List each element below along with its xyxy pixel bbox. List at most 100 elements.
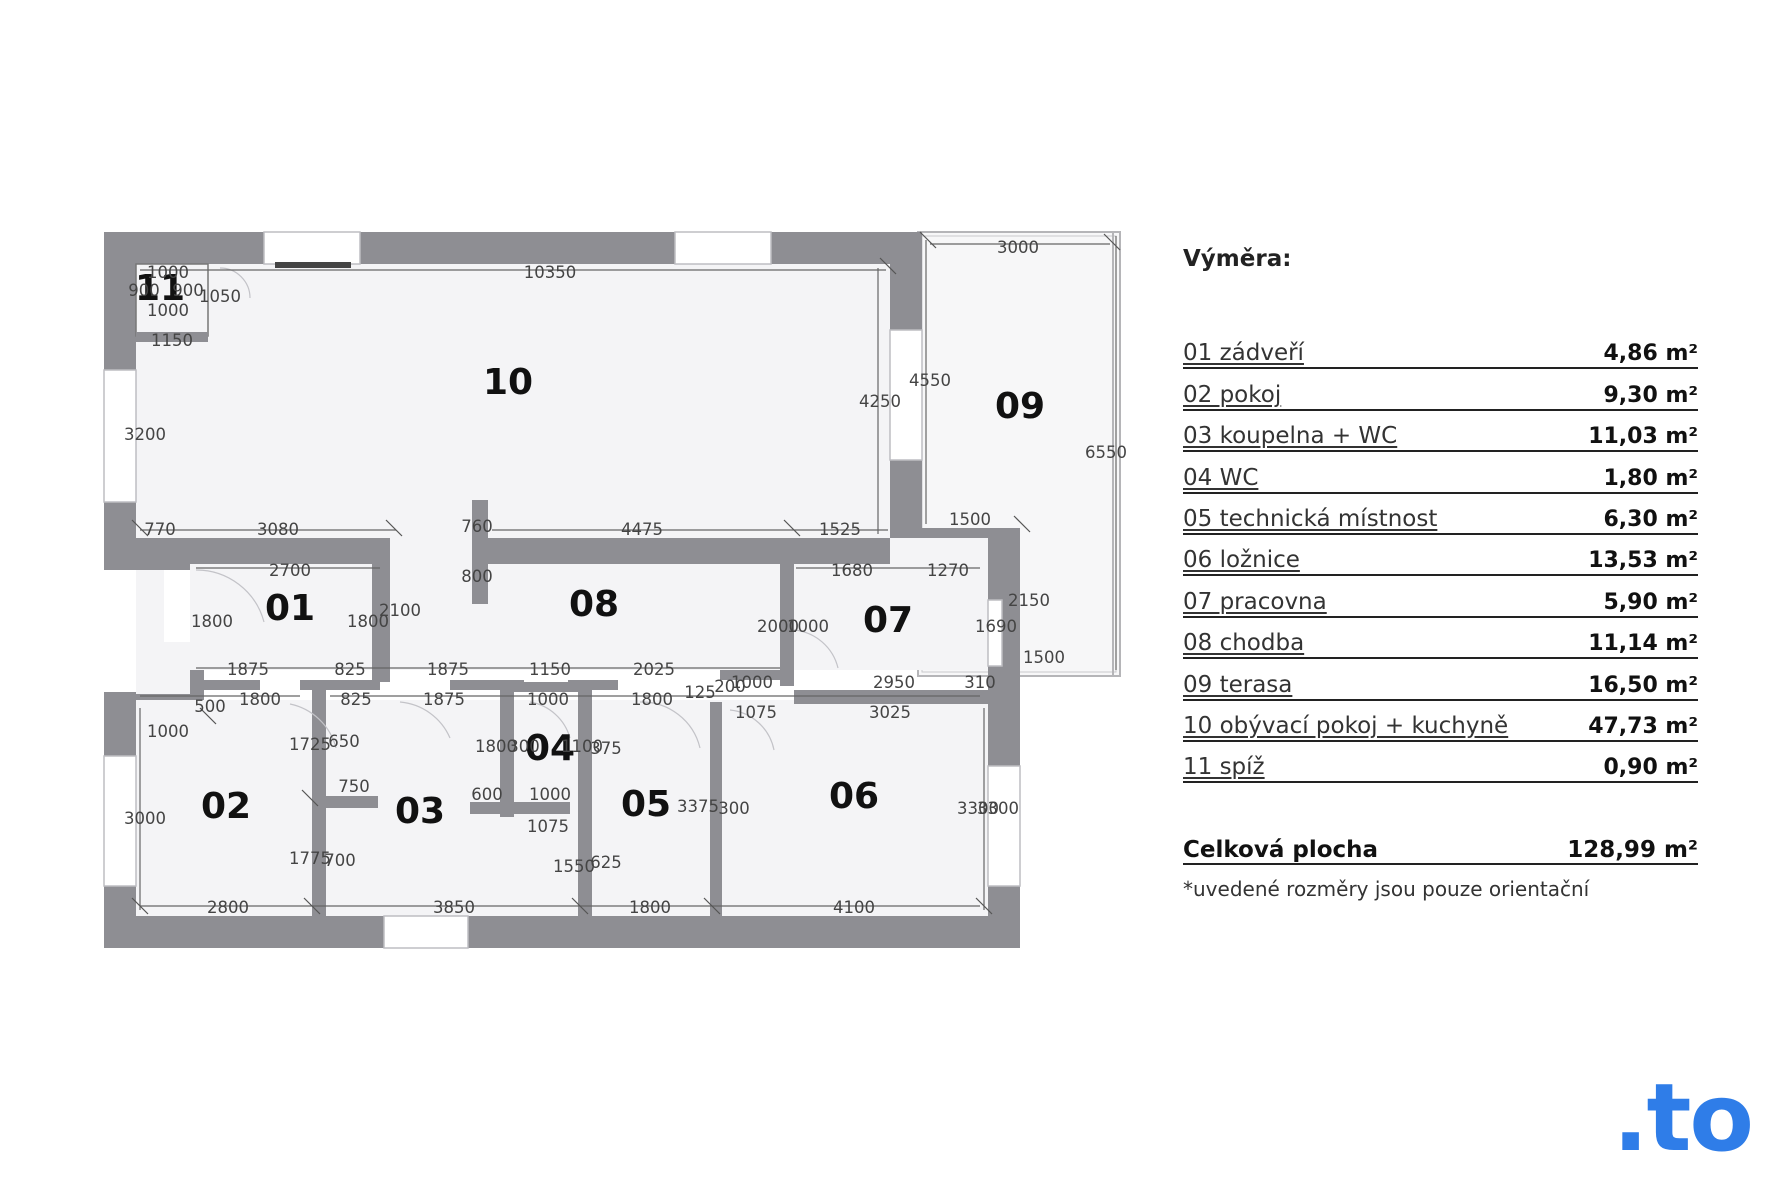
dimension-label: 1500 xyxy=(1023,648,1065,667)
dimension-label: 1100 xyxy=(561,737,603,756)
dimension-label: 600 xyxy=(471,785,503,804)
dimension-label: 3080 xyxy=(257,520,299,539)
room-label-03: 03 xyxy=(395,791,445,832)
room-label-10: 10 xyxy=(483,362,533,403)
area-value: 13,53 m² xyxy=(1588,548,1698,574)
room-label-11: 11 xyxy=(135,268,185,309)
area-name: 05 technická místnost xyxy=(1183,505,1438,532)
dimension-label: 1000 xyxy=(147,301,189,320)
dimension-label: 1050 xyxy=(199,287,241,306)
dimension-label: 1270 xyxy=(927,561,969,580)
area-value: 0,90 m² xyxy=(1603,755,1699,781)
dimension-label: 3000 xyxy=(997,238,1039,257)
area-row: 11 spíž 0,90 m² xyxy=(1183,742,1699,784)
door-swings xyxy=(195,267,839,751)
area-row: 08 chodba 11,14 m² xyxy=(1183,618,1698,660)
room-labels: 01 02 03 04 05 06 07 08 09 10 11 xyxy=(135,268,1045,832)
dimension-label: 375 xyxy=(590,739,622,758)
area-name: 08 chodba xyxy=(1183,630,1305,657)
room-label-04: 04 xyxy=(525,728,575,769)
dimension-label: 1875 xyxy=(227,660,269,679)
area-row: 06 ložnice 13,53 m² xyxy=(1183,535,1698,577)
dimension-label: 2800 xyxy=(207,898,249,917)
dimension-label: 3850 xyxy=(433,898,475,917)
dimension-label: 900 xyxy=(172,281,204,300)
area-name: 09 terasa xyxy=(1183,671,1293,698)
dimension-label: 1150 xyxy=(151,331,193,350)
area-name: 10 obývací pokoj + kuchyně xyxy=(1183,712,1509,739)
dimension-label: 500 xyxy=(194,697,226,716)
dimension-label: 3375 xyxy=(677,797,719,816)
dimension-label: 3000 xyxy=(124,809,166,828)
total-row: Celková plocha 128,99 m² xyxy=(1183,827,1698,866)
dimension-label: 1000 xyxy=(147,263,189,282)
dimension-lines xyxy=(139,236,1117,910)
dimension-label: 4550 xyxy=(909,371,951,390)
dimension-label: 700 xyxy=(324,851,356,870)
kitchen-counter xyxy=(275,262,351,268)
dimension-label: 2000 xyxy=(757,617,799,636)
dimension-label: 1725 xyxy=(289,735,331,754)
dimension-label: 2100 xyxy=(379,601,421,620)
area-name: 01 zádveří xyxy=(1183,340,1304,367)
dimension-label: 300 xyxy=(508,737,540,756)
dimension-label: 900 xyxy=(128,281,160,300)
area-name: 06 ložnice xyxy=(1183,547,1300,574)
area-value: 11,03 m² xyxy=(1588,424,1698,450)
dimension-label: 1000 xyxy=(787,617,829,636)
area-value: 1,80 m² xyxy=(1603,465,1699,491)
room-label-07: 07 xyxy=(863,600,913,641)
dimension-label: 1775 xyxy=(289,849,331,868)
area-row: 09 terasa 16,50 m² xyxy=(1183,659,1698,701)
area-value: 4,86 m² xyxy=(1603,341,1699,367)
dimension-label: 1075 xyxy=(527,817,569,836)
area-name: 04 WC xyxy=(1183,464,1259,491)
area-name: 11 spíž xyxy=(1183,754,1265,781)
dimension-label: 1525 xyxy=(819,520,861,539)
dimension-label: 4100 xyxy=(833,898,875,917)
area-name: 02 pokoj xyxy=(1183,381,1282,408)
dimension-label: 310 xyxy=(964,673,996,692)
dimension-label: 1690 xyxy=(975,617,1017,636)
area-value: 16,50 m² xyxy=(1588,672,1698,698)
dimension-label: 825 xyxy=(334,660,366,679)
legend-title: Výměra: xyxy=(1183,246,1292,272)
dimension-ticks xyxy=(131,231,1121,915)
dimension-label: 1680 xyxy=(831,561,873,580)
room-label-09: 09 xyxy=(995,386,1045,427)
dimension-label: 625 xyxy=(590,853,622,872)
interior-walls xyxy=(136,500,990,916)
area-value: 11,14 m² xyxy=(1588,631,1698,657)
room-label-02: 02 xyxy=(201,786,251,827)
area-value: 5,90 m² xyxy=(1603,589,1699,615)
dimension-label: 1000 xyxy=(731,673,773,692)
dimension-label: 1800 xyxy=(631,690,673,709)
dimension-label: 1550 xyxy=(553,857,595,876)
dimension-label: 2950 xyxy=(873,673,915,692)
dimension-label: 2700 xyxy=(269,561,311,580)
dimension-label: 1800 xyxy=(191,612,233,631)
dimension-label: 1800 xyxy=(239,690,281,709)
area-name: 07 pracovna xyxy=(1183,588,1327,615)
dimension-label: 125 xyxy=(684,683,716,702)
area-name: 03 koupelna + WC xyxy=(1183,423,1398,450)
entrance-opening xyxy=(164,570,190,642)
dimension-label: 2150 xyxy=(1008,591,1050,610)
area-row: 07 pracovna 5,90 m² xyxy=(1183,576,1699,618)
dimension-label: 825 xyxy=(340,690,372,709)
dimension-label: 200 xyxy=(714,677,746,696)
dimension-label: 760 xyxy=(461,517,493,536)
room-label-01: 01 xyxy=(265,588,315,629)
total-label: Celková plocha xyxy=(1183,837,1379,864)
dimension-label: 4475 xyxy=(621,520,663,539)
dimension-label: 2025 xyxy=(633,660,675,679)
dimension-label: 750 xyxy=(338,777,370,796)
room-label-05: 05 xyxy=(621,784,671,825)
dimension-label: 1500 xyxy=(949,510,991,529)
brand-logo: .to xyxy=(1612,1064,1754,1173)
